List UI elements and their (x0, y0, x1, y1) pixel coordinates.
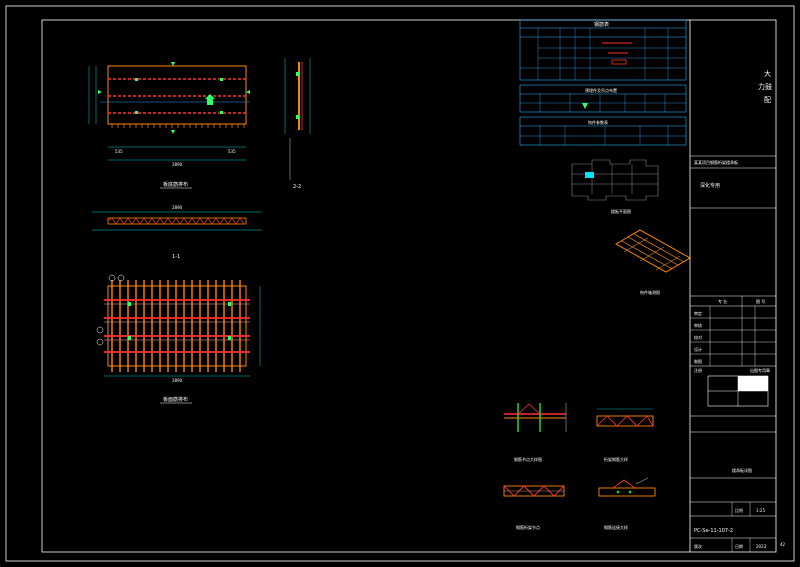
node-detail-1-label: 钢筋节点大样图 (514, 456, 542, 462)
company-line-2: 力鼓 (758, 82, 772, 91)
section-1-1: 2890 1-1 (92, 205, 262, 260)
node-detail-3: 钢筋桁架节点 (503, 485, 565, 530)
embed-arrow-icon (207, 98, 213, 105)
plan-view: 535 2890 535 板底筋排布 (88, 62, 250, 189)
scale-label: 比例 (735, 507, 743, 513)
outer-border (5, 5, 795, 562)
axis-bubble-icon (96, 338, 104, 346)
scale-value: 1:25 (756, 508, 765, 513)
rebar-table-title: 钢筋表 (594, 21, 609, 28)
drawing-title: 楼承板详图 (732, 467, 752, 473)
node-detail-4: 钢筋连接大样 (598, 477, 656, 530)
version-label: 版次 (694, 543, 702, 549)
lifting-point-icon (246, 90, 250, 94)
section-2-2-label: 2-2 (293, 184, 301, 190)
bottom-view-label: 板面筋排布 (163, 396, 188, 403)
rebar-table: 钢筋表 (519, 19, 687, 81)
sign-row-3: 校对 (694, 334, 702, 340)
embed-table-title: 预埋件及吊点布置 (585, 87, 617, 93)
dim-plan-width: 2890 (172, 162, 183, 167)
date-value: 2023 (756, 544, 767, 549)
node-detail-2-label: 桁架钢筋大样 (604, 456, 628, 462)
node-detail-1: 钢筋节点大样图 (504, 403, 567, 462)
lifting-point-icon (171, 62, 175, 66)
concrete-table: 构件参数表 (519, 116, 687, 146)
plan-view-label: 板底筋排布 (163, 181, 188, 188)
node-detail-4-label: 钢筋连接大样 (604, 524, 628, 530)
page-number: 42 (780, 542, 786, 547)
company-line-3: 配 (764, 96, 771, 104)
drawing-number: PC-Se-11-107-2 (694, 528, 733, 534)
drawing-name: 深化专用 (700, 182, 720, 189)
assembly-view-label: 楼板平面图 (611, 208, 631, 214)
axis-bubble-icon (96, 326, 104, 334)
bottom-rebar-view: 2890 板面筋排布 (96, 274, 261, 404)
col-b-label: 图 号 (756, 298, 765, 304)
col-a-label: 专 业 (718, 298, 727, 304)
concrete-table-title: 构件参数表 (588, 119, 608, 125)
section-2-2: 2-2 (284, 58, 311, 190)
project-line: 某某项目钢筋桁架楼承板 (694, 159, 738, 165)
axo-view-label: 构件轴测图 (640, 289, 660, 295)
company-line-1: 大 (764, 69, 771, 78)
assembly-view: 楼板平面图 (571, 159, 659, 214)
dim-bottom-width: 2890 (172, 378, 183, 383)
axis-bubble-icon (108, 274, 116, 282)
dim-plan-left: 535 (115, 149, 123, 154)
lifting-point-icon (171, 130, 175, 134)
sign-row-1: 审定 (694, 310, 702, 316)
section-1-1-label: 1-1 (172, 254, 180, 260)
cert-label: 出图专用章 (750, 367, 770, 373)
lifting-point-icon (98, 90, 102, 94)
title-block: 大 力鼓 配 某某项目钢筋桁架楼承板 深化专用 专 业 图 号 审定 审核 校对… (689, 20, 786, 552)
embed-table: 预埋件及吊点布置 (519, 84, 687, 113)
date-label: 日期 (735, 543, 743, 549)
axonometric-view: 构件轴测图 (614, 229, 692, 295)
lifting-symbol-icon (582, 103, 588, 109)
axis-bubble-icon (117, 274, 125, 282)
stamp-label: 注册 (694, 367, 702, 373)
sign-row-4: 设计 (694, 346, 702, 352)
node-detail-3-label: 钢筋桁架节点 (516, 524, 540, 530)
dim-plan-right: 535 (228, 149, 236, 154)
dim-section-width: 2890 (172, 205, 183, 210)
sign-row-2: 审核 (694, 322, 702, 328)
sign-row-5: 制图 (694, 358, 702, 364)
node-detail-2: 桁架钢筋大样 (596, 408, 654, 462)
plan-outline (107, 65, 247, 125)
highlight-panel (585, 172, 594, 178)
inner-border (41, 19, 777, 553)
